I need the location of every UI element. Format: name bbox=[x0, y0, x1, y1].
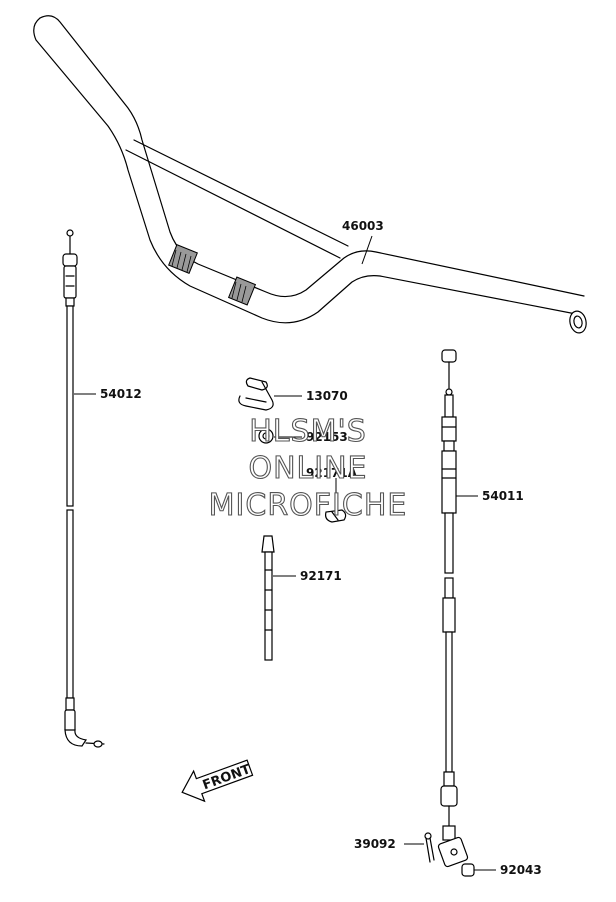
front-arrow: FRONT bbox=[181, 759, 254, 803]
label-92043: 92043 bbox=[500, 863, 542, 877]
knurled-section-right bbox=[227, 276, 257, 306]
nut-part: 92043 bbox=[461, 863, 542, 877]
throttle-cable: 54011 bbox=[437, 349, 524, 868]
clamp-part: 13070 bbox=[238, 377, 348, 411]
label-54012: 54012 bbox=[100, 387, 142, 401]
watermark-line-3: MICROFICHE bbox=[209, 488, 408, 523]
front-arrow-label: FRONT bbox=[201, 762, 253, 793]
watermark: HLSM'S ONLINE MICROFICHE bbox=[208, 413, 408, 523]
knurled-section-left bbox=[168, 244, 198, 274]
band-part: 92171 bbox=[261, 535, 342, 661]
clutch-cable: 54012 bbox=[62, 229, 142, 748]
label-13070: 13070 bbox=[306, 389, 348, 403]
handlebar: 46003 bbox=[33, 15, 587, 334]
label-92171: 92171 bbox=[300, 569, 342, 583]
label-54011: 54011 bbox=[482, 489, 524, 503]
label-39092: 39092 bbox=[354, 837, 396, 851]
watermark-line-2: ONLINE bbox=[248, 451, 367, 486]
label-92171A: 92171A bbox=[306, 466, 358, 480]
label-92153: 92153 bbox=[306, 430, 348, 444]
label-46003: 46003 bbox=[342, 219, 384, 233]
cotter-pin-part: 39092 bbox=[354, 832, 435, 863]
bolt-part: 92153 bbox=[258, 428, 348, 444]
watermark-line-1: HLSM'S bbox=[249, 414, 367, 449]
small-clamp-part: 92171A bbox=[306, 466, 358, 523]
